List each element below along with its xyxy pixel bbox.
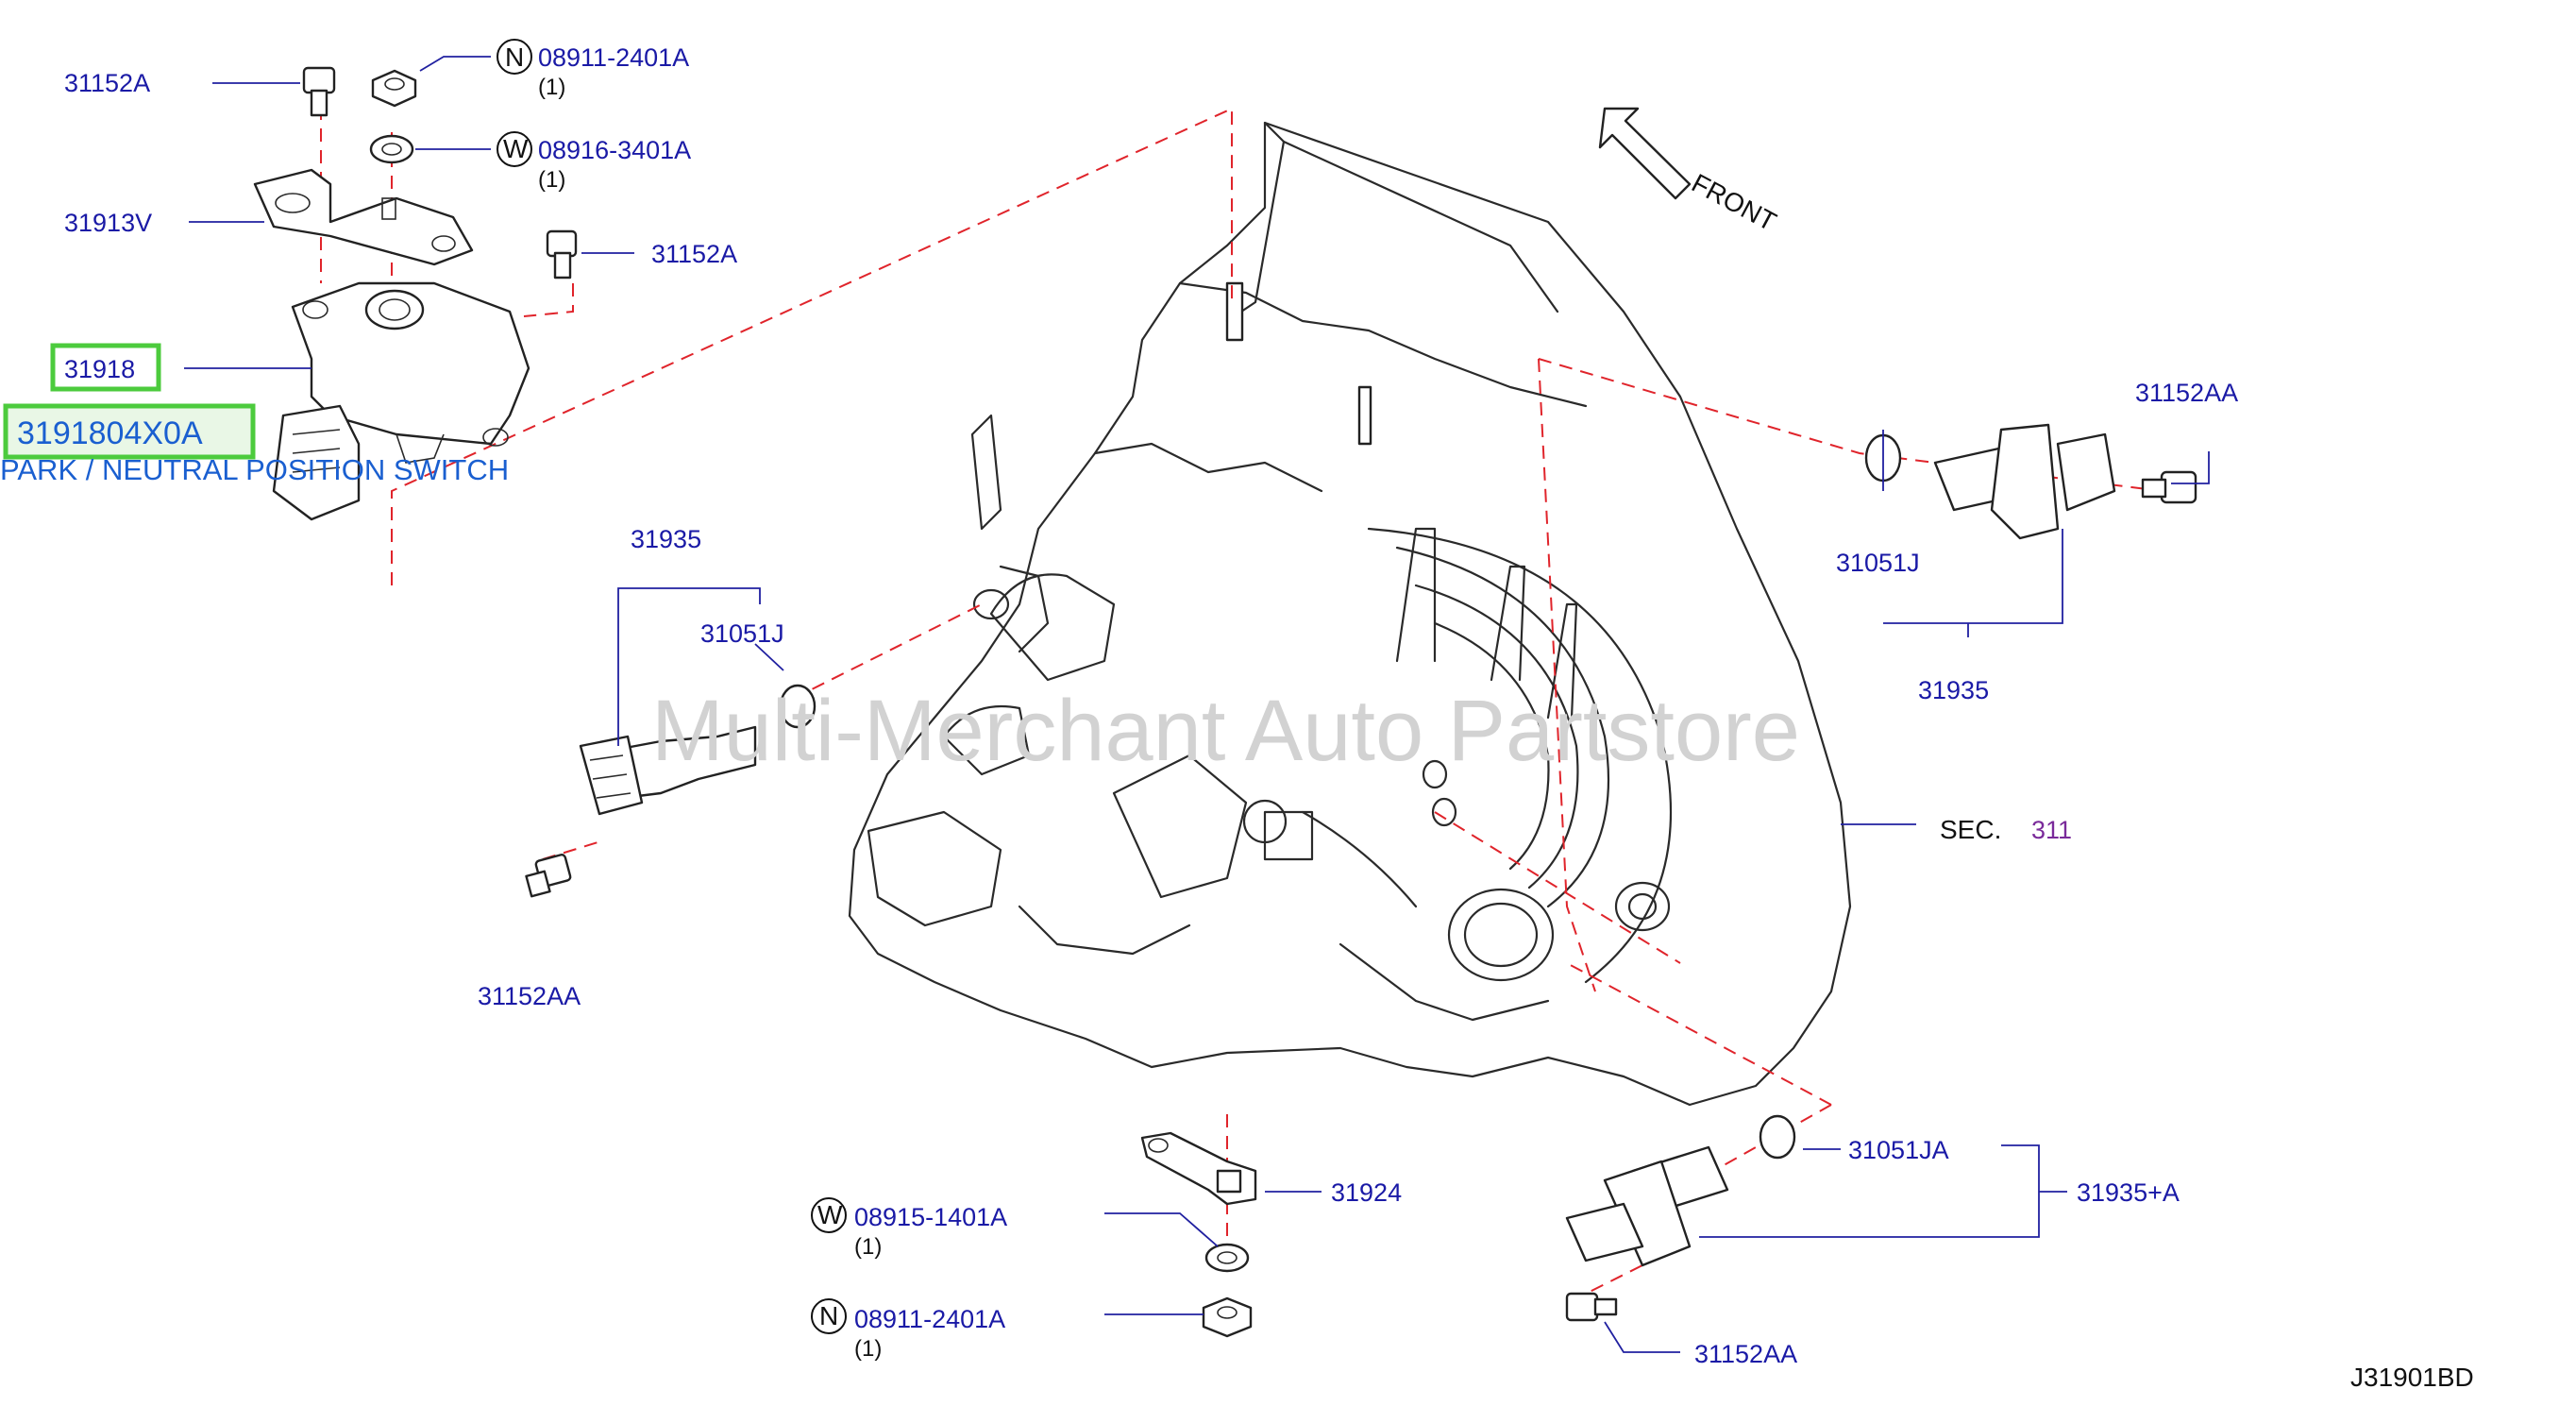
oem-part-number[interactable]: 3191804X0A [17, 415, 203, 451]
label-31918[interactable]: 31918 [64, 355, 135, 383]
left-speed-sensor [525, 684, 817, 898]
label-31051J-left[interactable]: 31051J [700, 619, 784, 648]
label-31935-left[interactable]: 31935 [631, 525, 701, 553]
label-sec-number[interactable]: 311 [2031, 816, 2072, 844]
qty-08916: (1) [538, 167, 565, 193]
right-speed-sensor [1864, 423, 2197, 540]
label-08915[interactable]: 08915-1401A [854, 1203, 1007, 1231]
highlight-box-oem [3, 403, 256, 460]
qty-08911-bottom: (1) [854, 1336, 882, 1362]
diagram-id: J31901BD [2350, 1363, 2474, 1392]
label-31051JA[interactable]: 31051JA [1848, 1136, 1949, 1164]
label-31152AA-left[interactable]: 31152AA [478, 982, 581, 1010]
nut-symbol-bottom: N [819, 1301, 838, 1330]
nut-symbol: N [505, 42, 524, 72]
transaxle-case [848, 121, 1852, 1107]
label-31935-right[interactable]: 31935 [1918, 676, 1989, 704]
watermark: Multi-Merchant Auto Partstore [651, 683, 1800, 779]
label-31152A-mid[interactable]: 31152A [651, 240, 737, 268]
label-31935-plus-A[interactable]: 31935+A [2077, 1178, 2180, 1207]
front-arrow-icon [1598, 107, 1692, 200]
washer-symbol: W [503, 134, 529, 163]
label-sec: SEC. [1940, 815, 2001, 844]
label-08916[interactable]: 08916-3401A [538, 136, 691, 164]
front-label: FRONT [1687, 168, 1781, 237]
qty-08911-top: (1) [538, 75, 565, 100]
switch-assembly [253, 66, 578, 521]
label-31152AA-bottom[interactable]: 31152AA [1694, 1340, 1797, 1368]
qty-08915: (1) [854, 1234, 882, 1260]
part-description: PARK / NEUTRAL POSITION SWITCH [0, 453, 509, 486]
callout-labels: 31152A N 08911-2401A (1) W 08916-3401A (… [0, 39, 2474, 1392]
label-31152A-top[interactable]: 31152A [64, 69, 150, 97]
highlight-box-31918 [50, 343, 161, 392]
label-31924[interactable]: 31924 [1331, 1178, 1402, 1207]
bottom-parts [1140, 1114, 1796, 1338]
label-31913V[interactable]: 31913V [64, 209, 152, 237]
callout-leader-lines [184, 56, 2210, 1353]
washer-symbol-bottom: W [817, 1200, 843, 1229]
label-31152AA-right[interactable]: 31152AA [2135, 379, 2238, 407]
label-31051J-right[interactable]: 31051J [1836, 549, 1920, 577]
label-08911-top[interactable]: 08911-2401A [538, 43, 689, 72]
label-08911-bottom[interactable]: 08911-2401A [854, 1305, 1005, 1333]
